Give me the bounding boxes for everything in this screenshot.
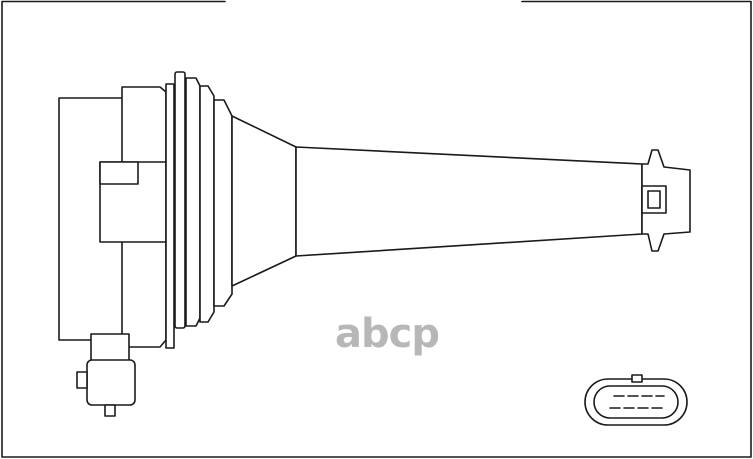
coil-flange (165, 83, 175, 349)
seal-ring-4 (213, 99, 233, 307)
mounting-boss-cap (99, 161, 139, 185)
seal-ring-1 (174, 71, 186, 329)
seal-ring-3 (199, 85, 215, 323)
coil-tube (295, 146, 643, 257)
connector-neck (90, 333, 130, 363)
connector-body (86, 359, 136, 406)
tip-window-inner (647, 190, 661, 209)
connector-latch (76, 371, 88, 389)
connector-end-view (584, 374, 688, 426)
abcp-watermark-logo: abcp (335, 313, 440, 357)
seal-ring-2 (185, 77, 201, 327)
watermark-text: abcp (335, 313, 439, 357)
connector-pin (104, 404, 116, 417)
coil-boot-cone (231, 115, 297, 287)
